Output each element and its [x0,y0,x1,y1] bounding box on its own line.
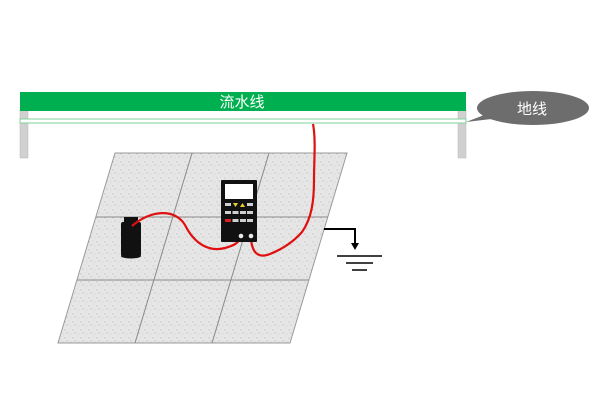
resistance-meter-icon [221,180,257,242]
conveyor-bar [20,92,466,111]
callout-label: 地线 [517,100,547,118]
floor-grid [57,152,348,344]
electrode-icon [121,217,141,259]
conveyor-leg-left [19,109,29,159]
callout-bubble [477,91,589,125]
conveyor-leg-right [457,109,467,159]
ground-lead-wire [249,123,316,257]
floor-grid-line [134,152,193,344]
test-lead-wire [131,212,242,251]
conveyor-rail [19,118,467,124]
ground-symbol-icon [324,228,382,271]
floor-grid-line [211,152,270,344]
conveyor-label: 流水线 [219,93,264,111]
